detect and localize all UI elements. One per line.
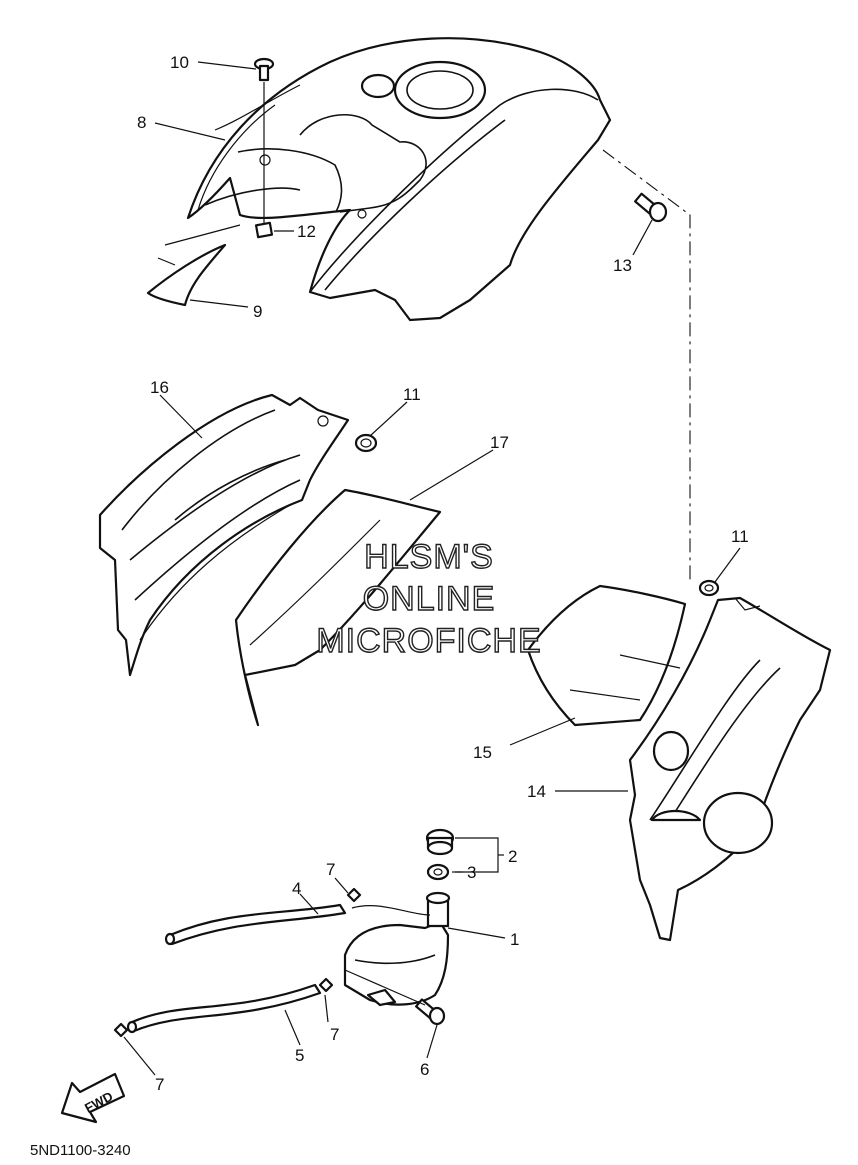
callouts: 10 8 12 9 13 16 11 17 11 15 14 2 3 4 7 1… (137, 53, 749, 1094)
washer-3 (426, 863, 450, 881)
callout-3: 3 (467, 863, 476, 882)
side-panel-14 (628, 596, 832, 942)
callout-1: 1 (510, 930, 519, 949)
watermark-line-2: ONLINE (363, 580, 496, 618)
callout-4: 4 (292, 879, 301, 898)
part-code: 5ND1100-3240 (30, 1142, 131, 1159)
callout-13: 13 (613, 256, 632, 275)
callout-9: 9 (253, 302, 262, 321)
hose-5 (128, 983, 322, 1033)
side-panel-16 (98, 393, 350, 677)
callout-2: 2 (508, 847, 517, 866)
pad-17 (234, 488, 442, 727)
pad-9 (146, 243, 227, 307)
watermark-line-3: MICROFICHE (316, 622, 541, 660)
callout-7-c: 7 (155, 1075, 164, 1094)
bolt-13 (634, 192, 668, 223)
callout-7-a: 7 (326, 860, 335, 879)
fwd-arrow-icon: FWD (60, 1072, 126, 1124)
cap-2 (425, 828, 455, 856)
callout-12: 12 (297, 222, 316, 241)
callout-6: 6 (420, 1060, 429, 1079)
callout-11-lower: 11 (731, 527, 749, 546)
callout-8: 8 (137, 113, 146, 132)
pad-15 (526, 584, 687, 727)
grommet-11-lower (698, 579, 720, 597)
reservoir-tank-1 (343, 891, 451, 1007)
nut-12 (254, 221, 274, 239)
clip-7-c (113, 1022, 129, 1038)
callout-11-upper: 11 (403, 385, 421, 404)
clip-7-b (318, 977, 334, 993)
callout-10: 10 (170, 53, 189, 72)
tank-cover (186, 37, 612, 322)
leader-lines (123, 61, 741, 1076)
hose-4 (168, 903, 347, 946)
watermark: HLSM'S ONLINE MICROFICHE (316, 537, 542, 660)
callout-5: 5 (295, 1046, 304, 1065)
clip-7-a (346, 887, 362, 903)
screw-10 (253, 57, 275, 82)
grommet-11-upper (354, 433, 378, 453)
callout-7-b: 7 (330, 1025, 339, 1044)
callout-16: 16 (150, 378, 169, 397)
callout-17: 17 (490, 433, 509, 452)
callout-14: 14 (527, 782, 546, 801)
watermark-line-1: HLSM'S (364, 538, 494, 576)
callout-15: 15 (473, 743, 492, 762)
